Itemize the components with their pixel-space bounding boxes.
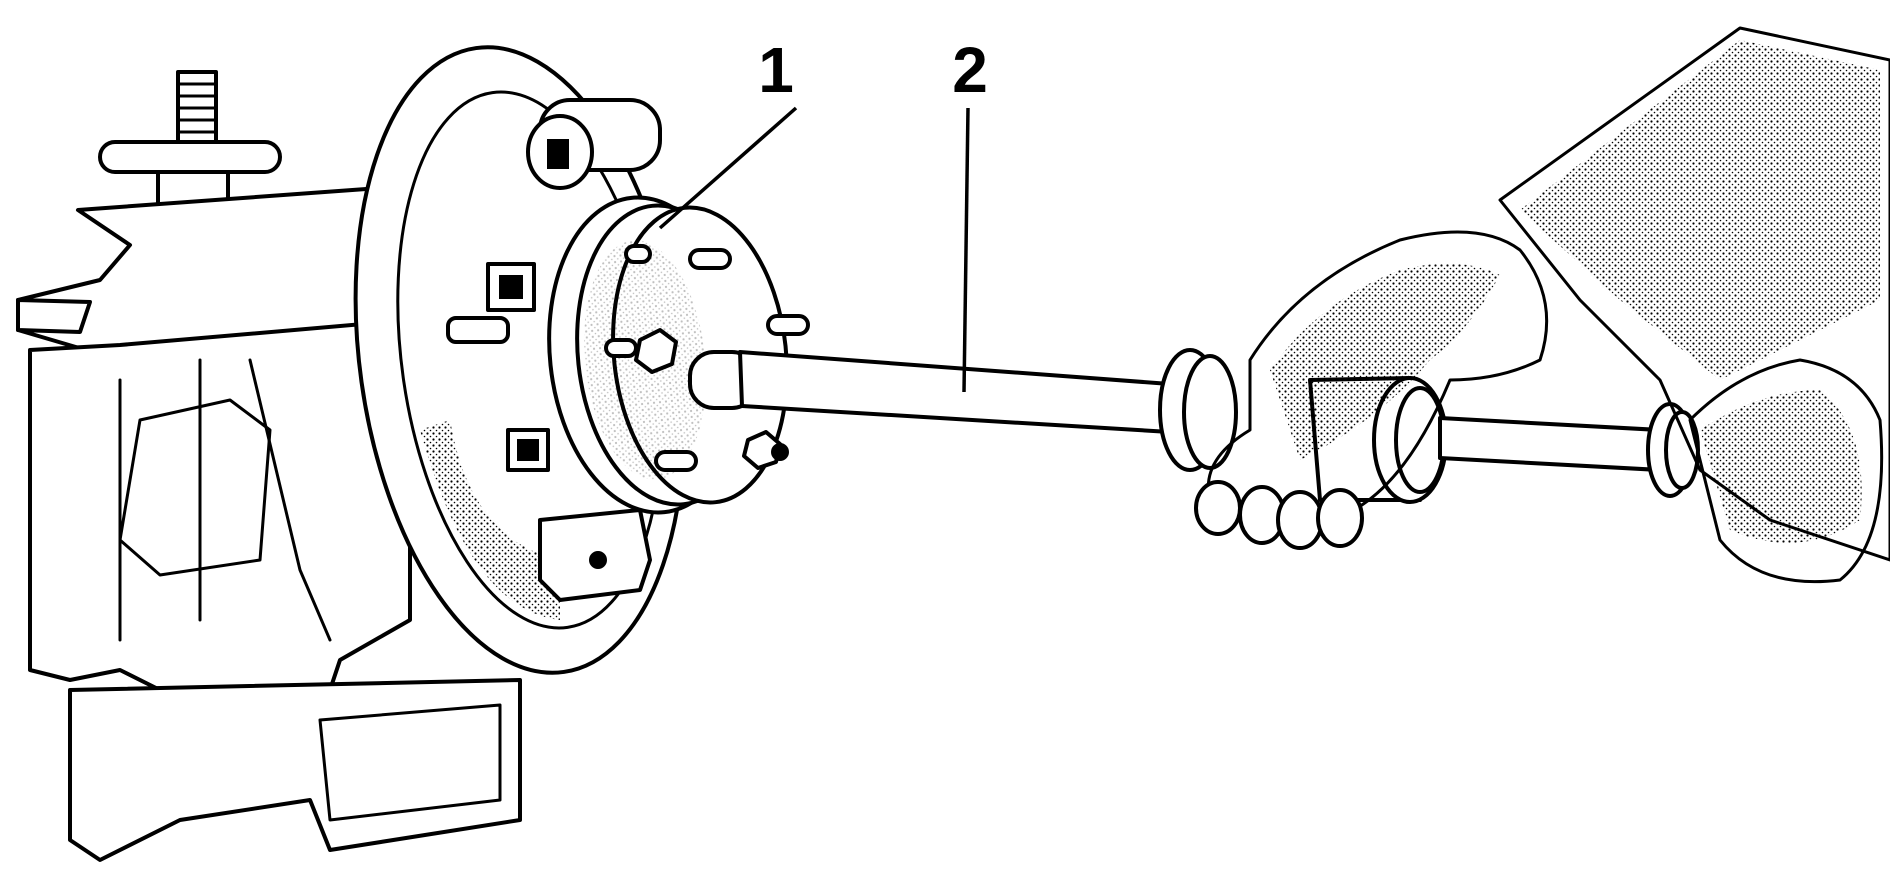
lower-bracket: [538, 508, 652, 602]
adjuster-bolts: [446, 262, 550, 472]
callout-2-label: 2: [952, 34, 988, 106]
wheel-cylinder: [526, 98, 662, 190]
callout-2: 2: [952, 34, 988, 393]
technician-hands: [1194, 26, 1890, 584]
threaded-stud: [176, 70, 218, 144]
slide-hammer: [688, 348, 1700, 504]
callout-1-leader: [658, 106, 798, 230]
callout-1-label: 1: [758, 34, 794, 106]
mounting-stand: [16, 70, 522, 862]
callout-1: 1: [658, 34, 798, 230]
hub-flange: [547, 195, 810, 515]
backing-plate: [353, 45, 687, 675]
callout-2-leader: [962, 107, 970, 393]
wheel-studs: [604, 244, 810, 472]
rear-rod: [1438, 416, 1662, 472]
base-rail: [68, 678, 522, 862]
knuckles: [1194, 480, 1364, 550]
shaft-rod: [738, 350, 1172, 434]
left-hand: [1688, 358, 1884, 584]
hub-nuts: [634, 328, 789, 470]
stand-body: [28, 318, 412, 702]
